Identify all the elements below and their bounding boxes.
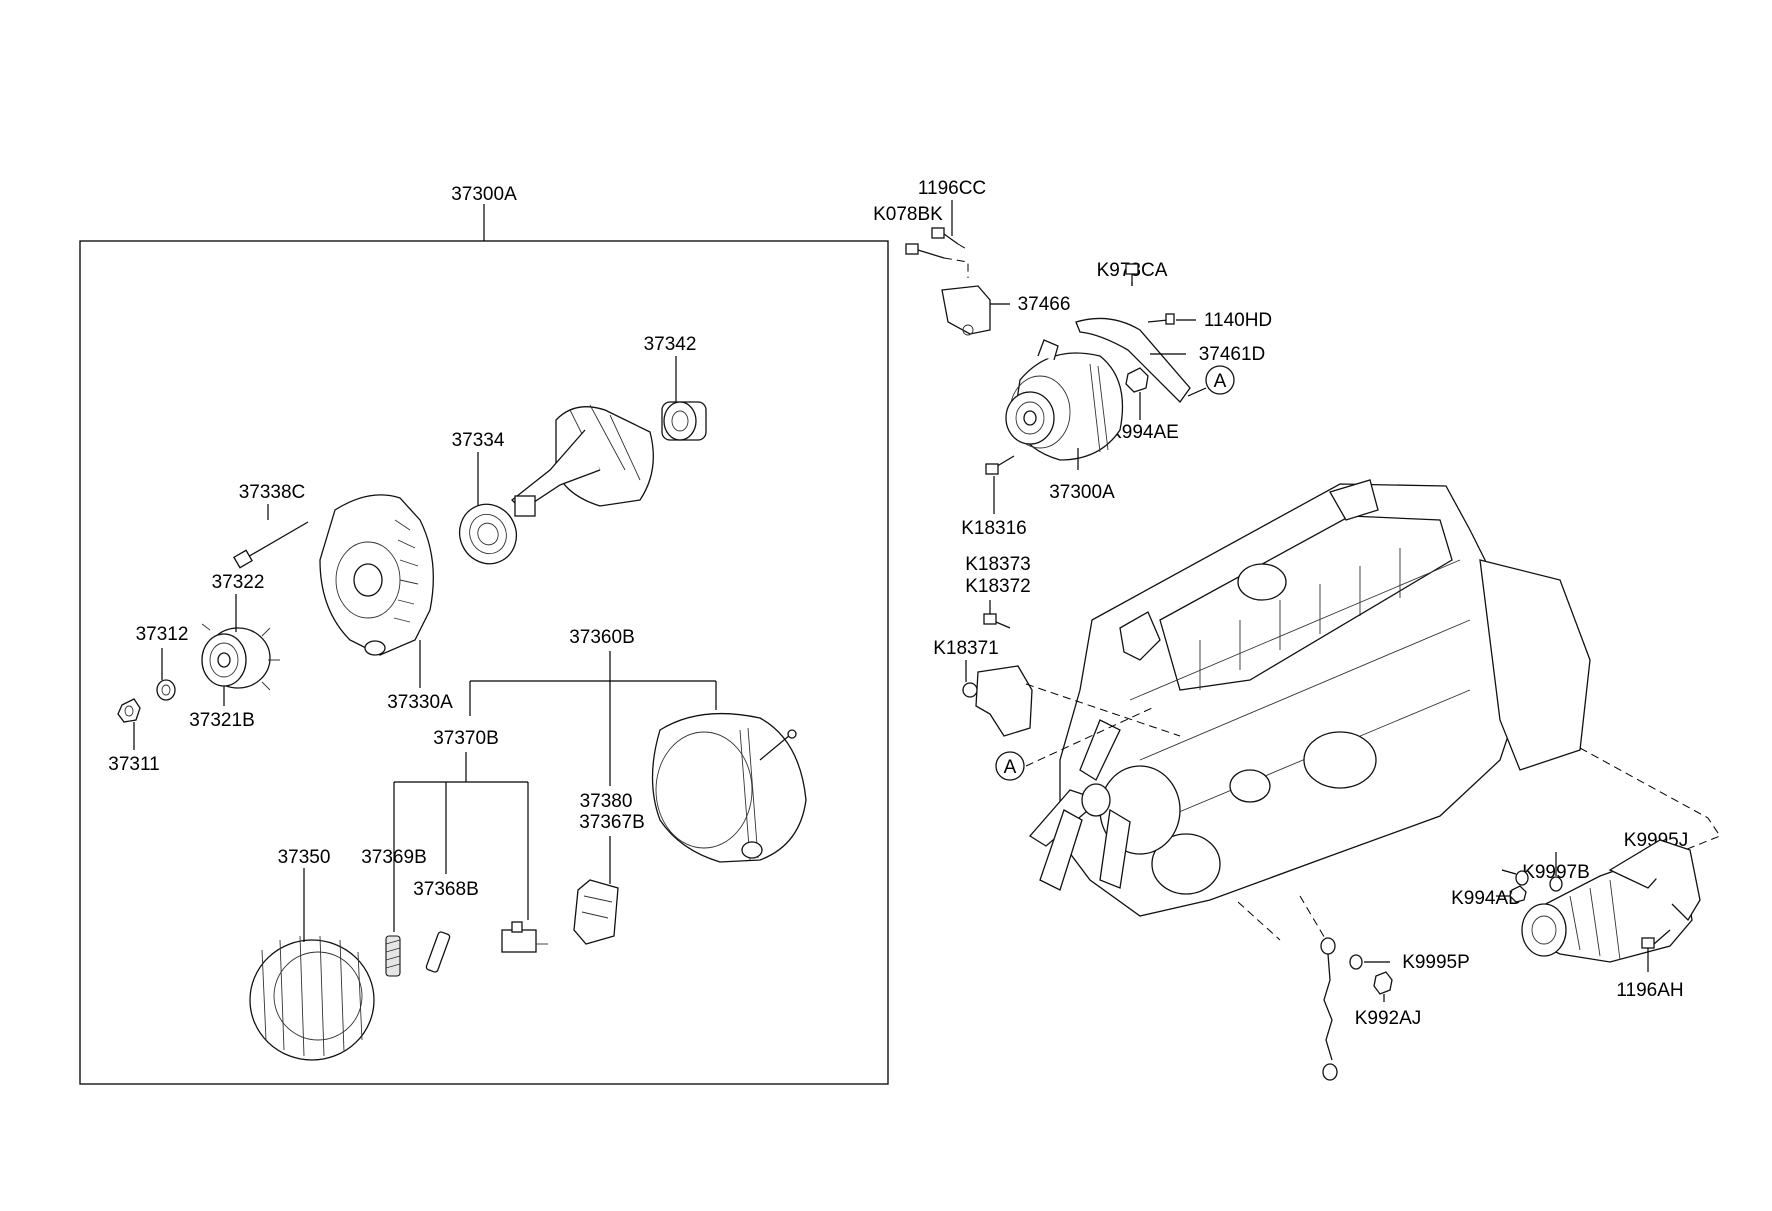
nut-K994AB <box>1509 885 1527 903</box>
washer-K9995J <box>1549 876 1563 892</box>
bolt-1140HD <box>1147 313 1175 325</box>
label-K078BK: K078BK <box>873 204 943 225</box>
label-K9997B: K9997B <box>1522 862 1590 883</box>
through-bolt-37338C <box>233 521 309 569</box>
label-1196CC: 1196CC <box>918 178 986 199</box>
label-37466: 37466 <box>1018 294 1071 315</box>
alternator-assembly-box <box>79 240 889 1085</box>
bolt-K18373 <box>983 613 1011 629</box>
label-37311: 37311 <box>108 754 159 775</box>
label-37342: 37342 <box>644 334 697 355</box>
label-37330A: 37330A <box>387 692 453 713</box>
label-37369B: 37369B <box>361 847 427 868</box>
bolt-K978CA <box>1125 263 1139 286</box>
ground-cable <box>1320 937 1338 1081</box>
label-37380: 37380 <box>580 791 633 812</box>
label-37300A-engine: 37300A <box>1049 482 1115 503</box>
ref-marker-a-1 <box>1205 365 1235 395</box>
label-K18372: K18372 <box>965 576 1031 597</box>
label-1196AH: 1196AH <box>1616 980 1683 1001</box>
label-K18316: K18316 <box>961 518 1027 539</box>
nut-K992AJ <box>1373 971 1393 995</box>
label-37367B: 37367B <box>579 812 645 833</box>
label-K994AE: K994AE <box>1109 422 1179 443</box>
nut-K994AE <box>1125 367 1149 393</box>
alternator-assembly <box>1005 339 1124 461</box>
ref-marker-a-2-label: A <box>1004 757 1017 778</box>
washer-K9997B <box>1515 870 1529 886</box>
rear-housing <box>651 712 807 863</box>
brush-holder <box>501 921 548 953</box>
label-K9995P: K9995P <box>1402 952 1470 973</box>
label-37334: 37334 <box>452 430 505 451</box>
bolt-K18316 <box>985 455 1015 475</box>
adjusting-bar-37461D <box>1075 317 1191 404</box>
label-37461D: 37461D <box>1199 344 1266 365</box>
label-37300A: 37300A <box>451 184 517 205</box>
engine-block <box>1059 479 1591 917</box>
label-37321B: 37321B <box>189 710 255 731</box>
label-K18373: K18373 <box>965 554 1031 575</box>
bracket-37466 <box>941 285 991 336</box>
regulator-37367B <box>573 879 619 945</box>
nut-37311 <box>117 698 141 723</box>
label-K994AB: K994AB <box>1451 888 1521 909</box>
label-37312: 37312 <box>136 624 189 645</box>
label-K18371: K18371 <box>933 638 999 659</box>
label-37368B: 37368B <box>413 879 479 900</box>
label-K992AJ: K992AJ <box>1355 1008 1422 1029</box>
bearing-37334 <box>458 503 518 565</box>
bearing-37342 <box>661 401 707 441</box>
starter-motor <box>1521 839 1701 963</box>
label-37360B: 37360B <box>569 627 635 648</box>
label-37350: 37350 <box>278 847 331 868</box>
washer-K9995P <box>1349 954 1363 970</box>
spring-37369B <box>385 935 401 977</box>
rotor <box>511 404 654 517</box>
bolt-K078BK <box>905 243 945 259</box>
stator-37350 <box>249 935 375 1061</box>
label-37370B: 37370B <box>433 728 499 749</box>
washer-37312 <box>156 679 176 701</box>
bolt-1196CC <box>931 227 959 245</box>
front-housing-37330A <box>319 494 434 656</box>
pulley-37321B <box>201 633 247 687</box>
ref-marker-a-1-label: A <box>1214 371 1227 392</box>
brush-37368B <box>425 931 451 973</box>
cooling-fan <box>1029 719 1131 891</box>
label-1140HD: 1140HD <box>1204 310 1272 331</box>
label-37322: 37322 <box>212 572 265 593</box>
ref-marker-a-2 <box>995 751 1025 781</box>
label-37338C: 37338C <box>239 482 306 503</box>
mount-bracket-K18371 <box>962 665 1033 737</box>
